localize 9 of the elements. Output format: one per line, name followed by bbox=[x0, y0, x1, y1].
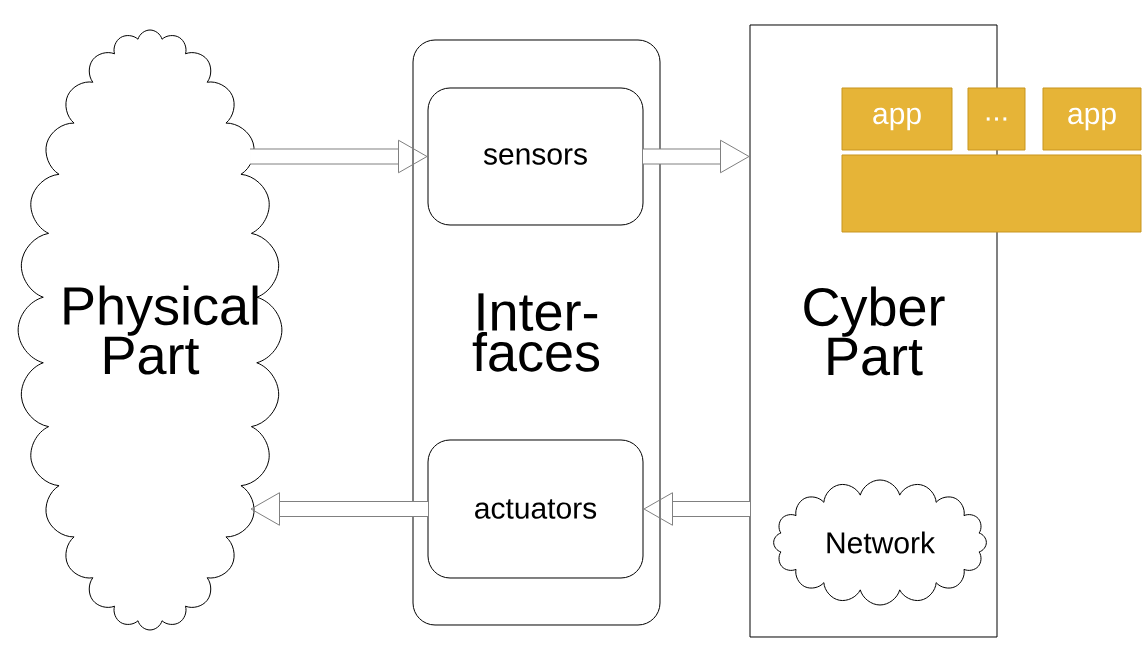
block-arrow bbox=[643, 492, 750, 526]
block-arrow bbox=[250, 139, 428, 174]
block-arrow bbox=[643, 139, 750, 174]
rounded-box: actuators bbox=[427, 439, 644, 579]
rounded-box: sensors bbox=[427, 87, 644, 226]
block: app bbox=[1042, 87, 1142, 151]
block bbox=[841, 154, 1142, 233]
block-arrow bbox=[250, 492, 428, 526]
block: ... bbox=[967, 87, 1026, 151]
